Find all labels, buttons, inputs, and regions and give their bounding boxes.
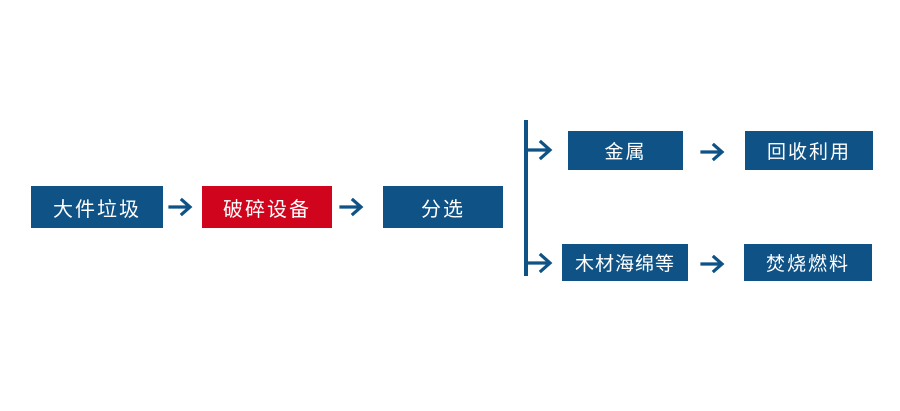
arrow-right-icon: [700, 140, 728, 164]
branch-split-icon: [518, 118, 568, 278]
node-sorting[interactable]: 分选: [383, 186, 503, 228]
arrow-right-icon: [168, 194, 196, 220]
node-bulky-waste[interactable]: 大件垃圾: [31, 186, 163, 228]
node-recycle-reuse[interactable]: 回收利用: [745, 131, 873, 170]
node-wood-sponge-etc[interactable]: 木材海绵等: [562, 244, 688, 281]
arrow-right-icon: [339, 194, 367, 220]
arrow-right-icon: [700, 252, 728, 276]
node-crusher-equipment[interactable]: 破碎设备: [202, 186, 332, 228]
node-metal[interactable]: 金属: [568, 131, 683, 170]
node-incineration-fuel[interactable]: 焚烧燃料: [744, 244, 872, 281]
